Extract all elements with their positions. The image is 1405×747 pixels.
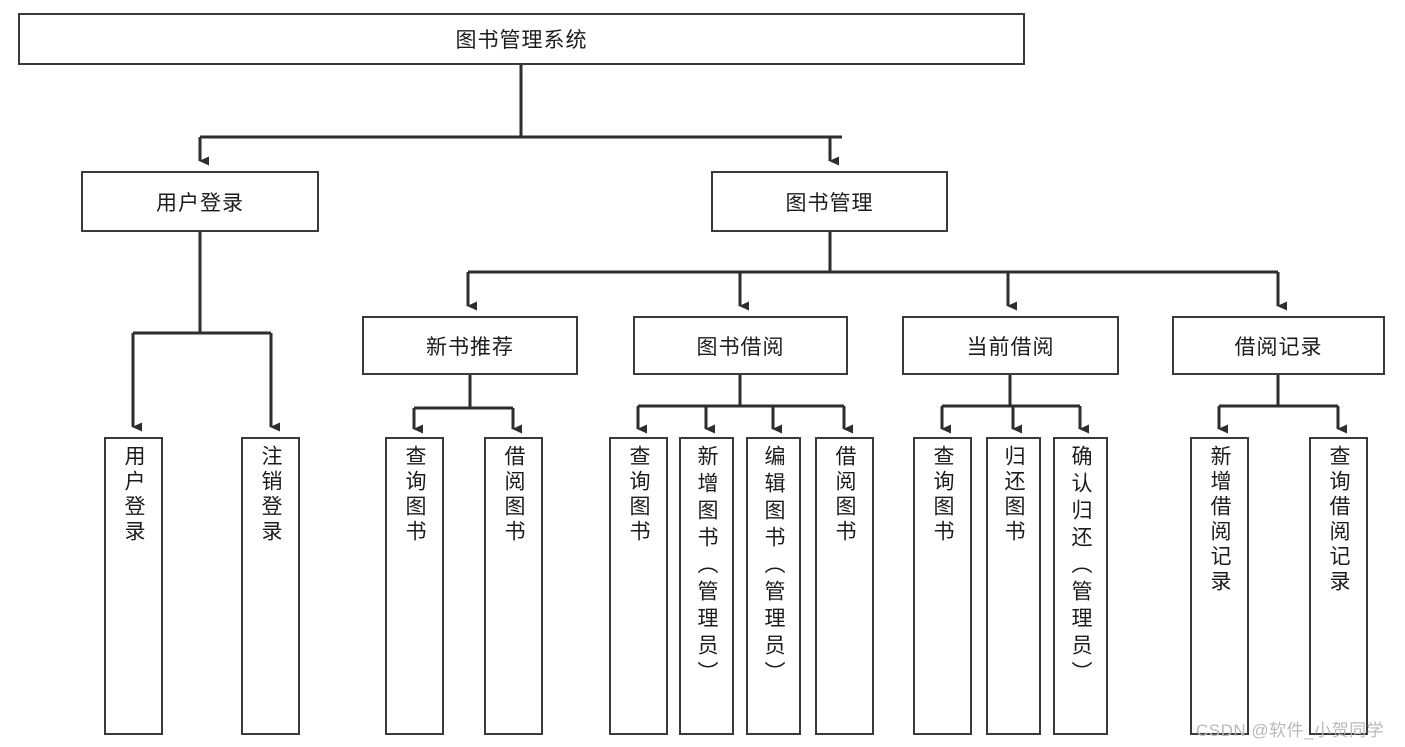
leaf-edit-book-admin-label: 编辑图书（管理员）	[762, 445, 785, 688]
leaf-user-login-label: 用户登录	[122, 445, 145, 545]
leaf-query-borrow-record-label: 查询借阅记录	[1327, 445, 1350, 595]
leaf-return-books-label: 归还图书	[1002, 445, 1025, 545]
csdn-watermark: CSDN @软件_小贺同学	[1196, 721, 1385, 740]
node-book-management[interactable]: 图书管理	[711, 171, 948, 232]
leaf-query-books-current[interactable]: 查询图书	[913, 437, 972, 735]
leaf-borrow-books-recommend[interactable]: 借阅图书	[484, 437, 543, 735]
leaf-logout-label: 注销登录	[259, 445, 282, 545]
node-borrow-records[interactable]: 借阅记录	[1172, 316, 1385, 375]
leaf-borrow-books-label: 借阅图书	[833, 445, 856, 545]
leaf-edit-book-admin[interactable]: 编辑图书（管理员）	[746, 437, 801, 735]
node-new-book-recommend-label: 新书推荐	[426, 335, 514, 359]
node-current-borrow-label: 当前借阅	[966, 335, 1055, 359]
node-user-login[interactable]: 用户登录	[81, 171, 319, 232]
node-borrow-records-label: 借阅记录	[1234, 335, 1323, 359]
leaf-query-books-recommend-label: 查询图书	[403, 445, 426, 545]
leaf-borrow-books-recommend-label: 借阅图书	[502, 445, 525, 545]
leaf-borrow-books[interactable]: 借阅图书	[815, 437, 874, 735]
leaf-user-login[interactable]: 用户登录	[104, 437, 163, 735]
leaf-add-book-admin[interactable]: 新增图书（管理员）	[679, 437, 734, 735]
node-book-borrow-label: 图书借阅	[696, 335, 785, 359]
node-book-borrow[interactable]: 图书借阅	[633, 316, 848, 375]
leaf-return-books[interactable]: 归还图书	[986, 437, 1041, 735]
leaf-add-borrow-record[interactable]: 新增借阅记录	[1190, 437, 1249, 735]
leaf-confirm-return-admin-label: 确认归还（管理员）	[1069, 445, 1092, 688]
leaf-query-books-current-label: 查询图书	[931, 445, 954, 545]
node-new-book-recommend[interactable]: 新书推荐	[362, 316, 578, 375]
leaf-add-book-admin-label: 新增图书（管理员）	[695, 445, 718, 688]
leaf-query-books-recommend[interactable]: 查询图书	[385, 437, 444, 735]
node-user-login-label: 用户登录	[156, 191, 244, 215]
node-current-borrow[interactable]: 当前借阅	[902, 316, 1119, 375]
leaf-add-borrow-record-label: 新增借阅记录	[1208, 445, 1231, 595]
leaf-query-books-borrow[interactable]: 查询图书	[609, 437, 668, 735]
node-root-label: 图书管理系统	[455, 29, 588, 52]
leaf-logout[interactable]: 注销登录	[241, 437, 300, 735]
leaf-query-borrow-record[interactable]: 查询借阅记录	[1309, 437, 1368, 735]
node-book-management-label: 图书管理	[785, 191, 874, 215]
leaf-confirm-return-admin[interactable]: 确认归还（管理员）	[1053, 437, 1108, 735]
node-root[interactable]: 图书管理系统	[18, 13, 1025, 65]
leaf-query-books-borrow-label: 查询图书	[627, 445, 650, 545]
